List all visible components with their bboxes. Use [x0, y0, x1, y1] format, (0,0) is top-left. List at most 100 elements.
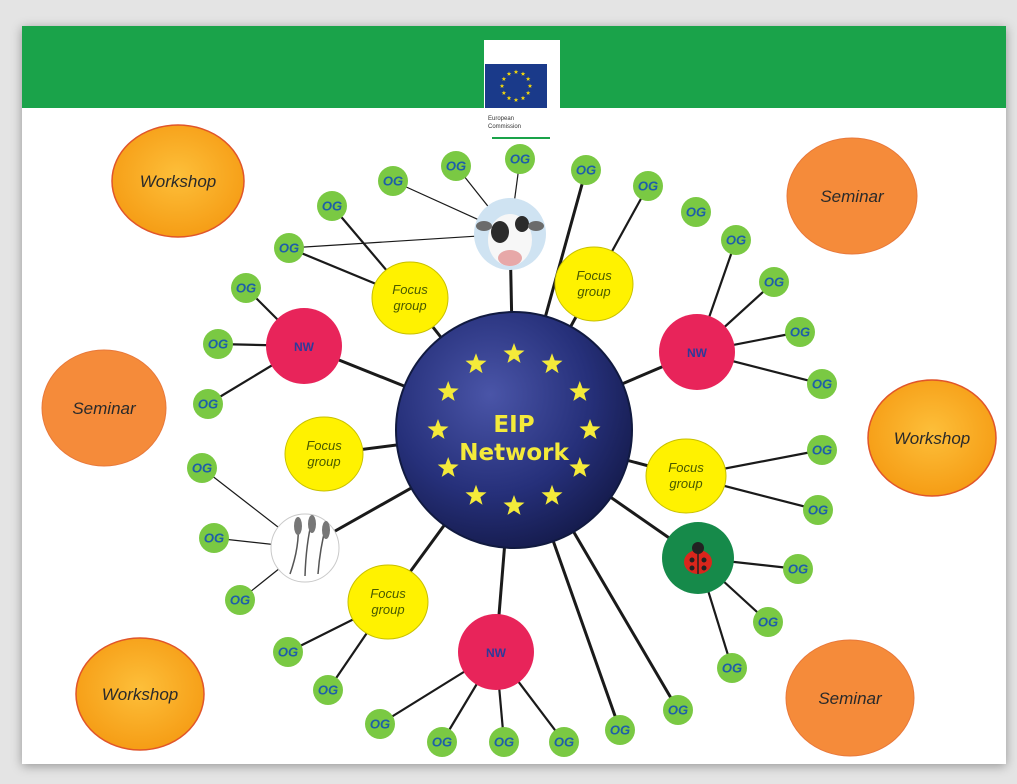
- og-circle: [681, 197, 711, 227]
- og-label: OG: [790, 325, 810, 340]
- focus-label-line1: Focus: [576, 268, 612, 283]
- og-label: OG: [808, 503, 828, 518]
- event-workshop-3: Workshop: [75, 637, 205, 751]
- focus-label-line1: Focus: [668, 460, 704, 475]
- event-seminar-2: Seminar: [41, 349, 167, 467]
- og-label: OG: [686, 205, 706, 220]
- og-node: OG: [365, 709, 395, 739]
- workshop-label: Workshop: [102, 685, 179, 704]
- flag-star: [506, 95, 512, 101]
- og-circle: [759, 267, 789, 297]
- nw-label: NW: [687, 346, 708, 360]
- og-label: OG: [788, 562, 808, 577]
- hub-star: [427, 419, 449, 439]
- eip-network-diagram: European Commission Workshop Seminar Sem…: [41, 64, 997, 757]
- og-circle: [203, 329, 233, 359]
- og-circle: [505, 144, 535, 174]
- og-node: OG: [663, 695, 693, 725]
- og-circle: [807, 435, 837, 465]
- og-node: OG: [203, 329, 233, 359]
- og-node: OG: [753, 607, 783, 637]
- event-seminar-3: Seminar: [785, 639, 915, 757]
- focus-label-line1: Focus: [392, 282, 428, 297]
- og-label: OG: [322, 199, 342, 214]
- og-label: OG: [230, 593, 250, 608]
- cow-icon: [474, 198, 546, 270]
- og-label: OG: [722, 661, 742, 676]
- nw-label: NW: [486, 646, 507, 660]
- og-node: OG: [193, 389, 223, 419]
- og-circle: [441, 151, 471, 181]
- og-node: OG: [785, 317, 815, 347]
- event-workshop-2: Workshop: [867, 379, 997, 497]
- focus-label-line2: group: [577, 284, 610, 299]
- seminar-label: Seminar: [72, 399, 137, 418]
- focus-group-1: Focus group: [371, 261, 449, 335]
- og-label: OG: [446, 159, 466, 174]
- og-node: OG: [317, 191, 347, 221]
- og-label: OG: [576, 163, 596, 178]
- focus-group-2: Focus group: [554, 246, 634, 322]
- focus-label-line2: group: [371, 602, 404, 617]
- og-label: OG: [383, 174, 403, 189]
- focus-label-line1: Focus: [370, 586, 406, 601]
- og-label: OG: [432, 735, 452, 750]
- og-label: OG: [192, 461, 212, 476]
- og-circle: [193, 389, 223, 419]
- og-label: OG: [494, 735, 514, 750]
- hub-star: [437, 457, 459, 477]
- flag-star: [525, 76, 531, 81]
- og-circle: [489, 727, 519, 757]
- focus-label-line2: group: [393, 298, 426, 313]
- event-workshop-1: Workshop: [111, 124, 245, 238]
- eu-stars-icon: [499, 69, 533, 102]
- og-circle: [274, 233, 304, 263]
- og-label: OG: [812, 377, 832, 392]
- focus-label-line2: group: [307, 454, 340, 469]
- nw-node-2: NW: [659, 314, 735, 390]
- og-node: OG: [759, 267, 789, 297]
- og-circle: [231, 273, 261, 303]
- eip-network-hub: EIP Network: [395, 311, 633, 549]
- og-circle: [549, 727, 579, 757]
- connector-line: [288, 233, 511, 249]
- hub-star: [437, 381, 459, 401]
- focus-group-3: Focus group: [284, 416, 364, 492]
- hub-star: [503, 343, 525, 363]
- hub-star: [465, 484, 487, 505]
- og-label: OG: [204, 531, 224, 546]
- logo-text-european: European: [488, 116, 514, 122]
- og-label: OG: [370, 717, 390, 732]
- og-circle: [807, 369, 837, 399]
- seminar-label: Seminar: [820, 187, 885, 206]
- wheat-icon: [270, 513, 340, 583]
- workshop-label: Workshop: [894, 429, 971, 448]
- ladybug-icon: [662, 522, 734, 594]
- og-label: OG: [279, 241, 299, 256]
- og-node: OG: [231, 273, 261, 303]
- og-node: OG: [807, 435, 837, 465]
- og-circle: [783, 554, 813, 584]
- nw-label: NW: [294, 340, 315, 354]
- og-circle: [427, 727, 457, 757]
- event-seminar-1: Seminar: [786, 137, 918, 255]
- og-circle: [633, 171, 663, 201]
- og-node: OG: [441, 151, 471, 181]
- flag-star: [513, 97, 519, 102]
- flag-star: [527, 83, 533, 88]
- og-node: OG: [274, 233, 304, 263]
- flag-star: [520, 95, 526, 101]
- og-node: OG: [605, 715, 635, 745]
- og-circle: [365, 709, 395, 739]
- og-circle: [663, 695, 693, 725]
- og-label: OG: [812, 443, 832, 458]
- og-label: OG: [668, 703, 688, 718]
- og-circle: [225, 585, 255, 615]
- og-circle: [378, 166, 408, 196]
- og-circle: [571, 155, 601, 185]
- og-circle: [313, 675, 343, 705]
- og-circle: [717, 653, 747, 683]
- og-circle: [753, 607, 783, 637]
- og-circle: [273, 637, 303, 667]
- hub-stars-icon: [427, 343, 601, 515]
